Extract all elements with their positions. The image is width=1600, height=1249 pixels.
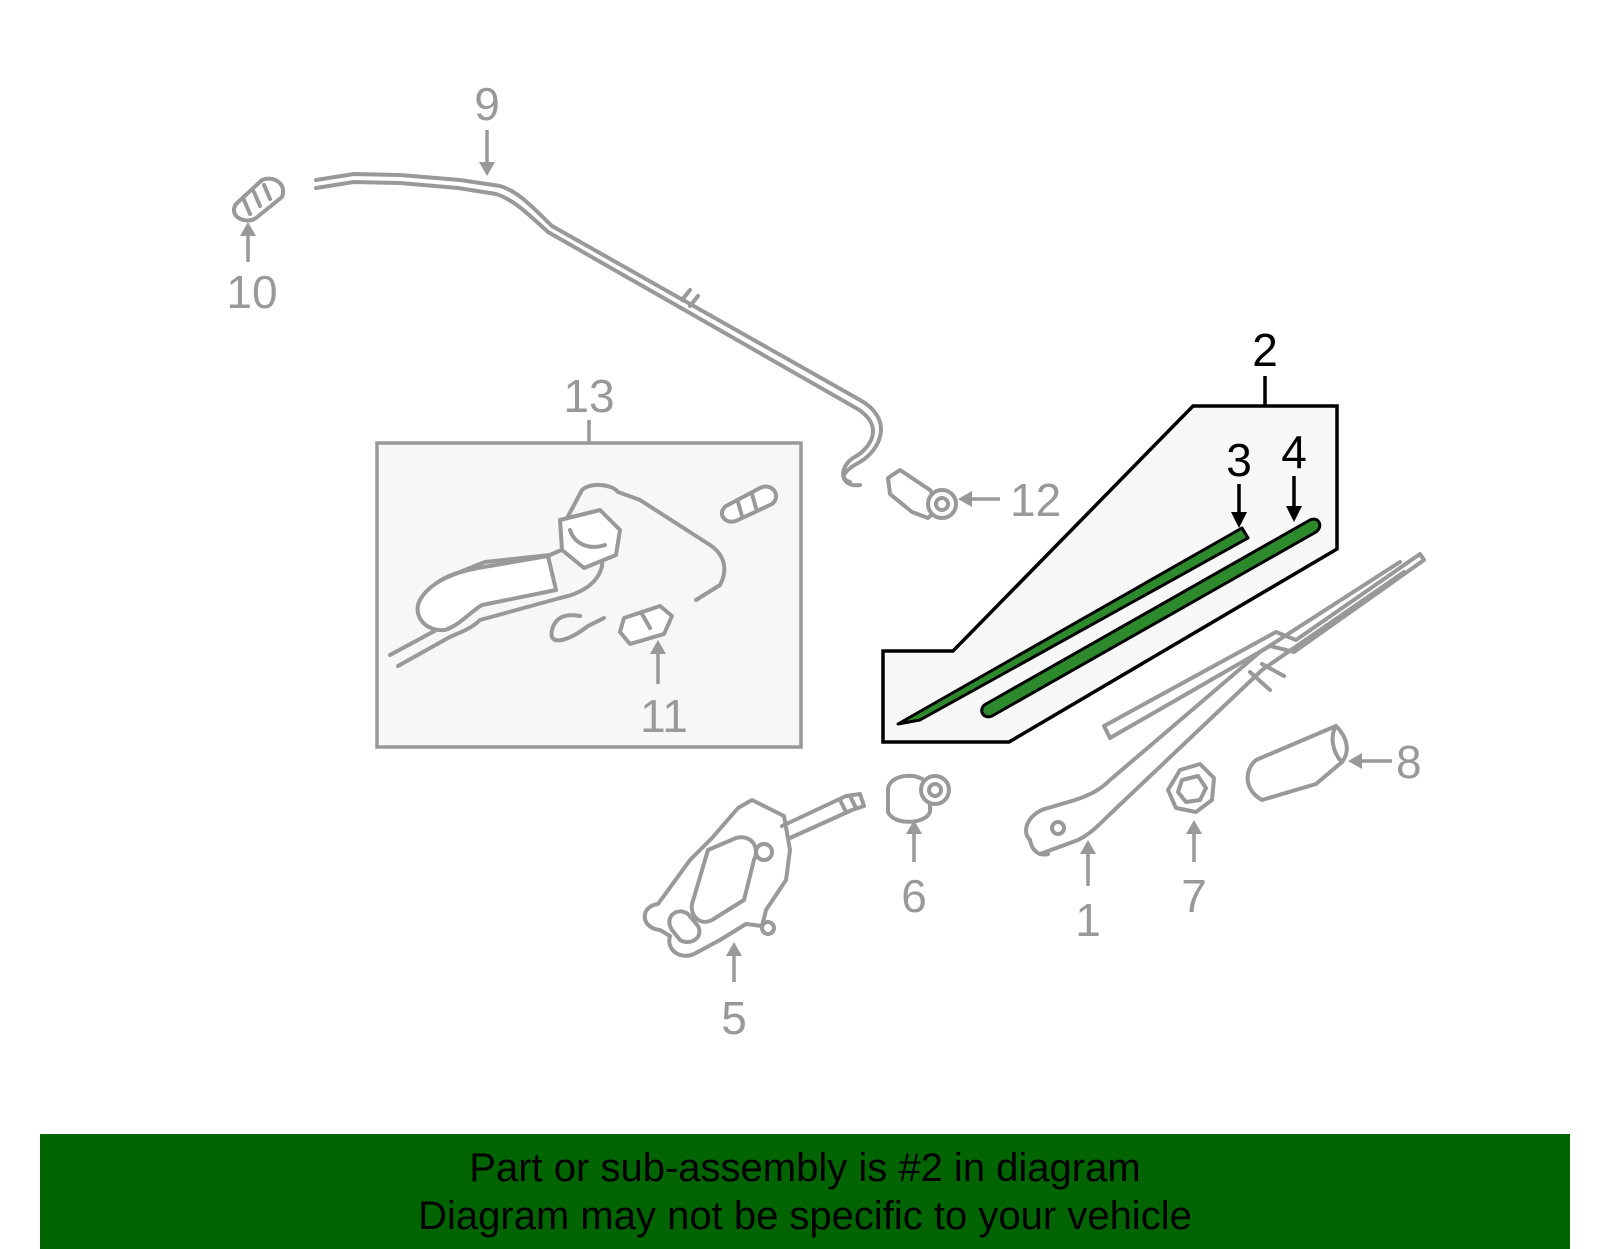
cap-part-8[interactable] bbox=[1245, 724, 1349, 802]
hose-assembly-box-part-13[interactable] bbox=[375, 441, 803, 749]
callout-4: 4 bbox=[1281, 426, 1307, 478]
callout-10-group: 10 bbox=[226, 222, 278, 318]
callout-7-group: 7 bbox=[1181, 820, 1207, 922]
callout-4-group: 4 bbox=[1281, 426, 1307, 522]
callout-3-group: 3 bbox=[1226, 434, 1252, 528]
callout-6-group: 6 bbox=[901, 820, 927, 922]
callout-10: 10 bbox=[226, 266, 277, 318]
callout-5-group: 5 bbox=[721, 942, 747, 1044]
callout-3: 3 bbox=[1226, 434, 1252, 486]
callout-6: 6 bbox=[901, 870, 927, 922]
callout-8-group: 8 bbox=[1348, 736, 1422, 788]
washer-hose-part-9[interactable] bbox=[314, 172, 883, 488]
callout-1: 1 bbox=[1075, 894, 1101, 946]
grommet-part-6[interactable] bbox=[886, 773, 951, 824]
callout-1-group: 1 bbox=[1075, 840, 1101, 946]
callout-12-group: 12 bbox=[958, 474, 1061, 526]
hose-connector-part-10[interactable] bbox=[232, 176, 286, 223]
wiper-blade-assembly-part-2[interactable] bbox=[881, 404, 1339, 744]
wiper-motor-part-5[interactable] bbox=[642, 792, 866, 958]
blade-refill-part-3 bbox=[896, 526, 1250, 726]
callout-5: 5 bbox=[721, 992, 747, 1044]
nozzle-connector-part-12[interactable] bbox=[886, 468, 958, 520]
wiper-arm-part-1[interactable] bbox=[1024, 552, 1426, 857]
callout-13-group: 13 bbox=[563, 370, 615, 443]
callout-2: 2 bbox=[1252, 324, 1278, 376]
callout-7: 7 bbox=[1181, 870, 1207, 922]
callout-2-group: 2 bbox=[1252, 324, 1278, 406]
banner-line-2: Diagram may not be specific to your vehi… bbox=[418, 1194, 1192, 1238]
callout-9-group: 9 bbox=[474, 78, 500, 176]
banner-line-1: Part or sub-assembly is #2 in diagram bbox=[469, 1146, 1141, 1190]
nut-part-7[interactable] bbox=[1166, 762, 1216, 814]
blade-insert-part-4 bbox=[980, 517, 1322, 719]
callout-11: 11 bbox=[640, 690, 688, 742]
callout-11-group: 11 bbox=[640, 640, 688, 742]
callout-9: 9 bbox=[474, 78, 500, 130]
callout-13: 13 bbox=[563, 370, 614, 422]
callout-12: 12 bbox=[1010, 474, 1061, 526]
info-banner: Part or sub-assembly is #2 in diagram Di… bbox=[40, 1134, 1570, 1249]
callout-8: 8 bbox=[1396, 736, 1422, 788]
